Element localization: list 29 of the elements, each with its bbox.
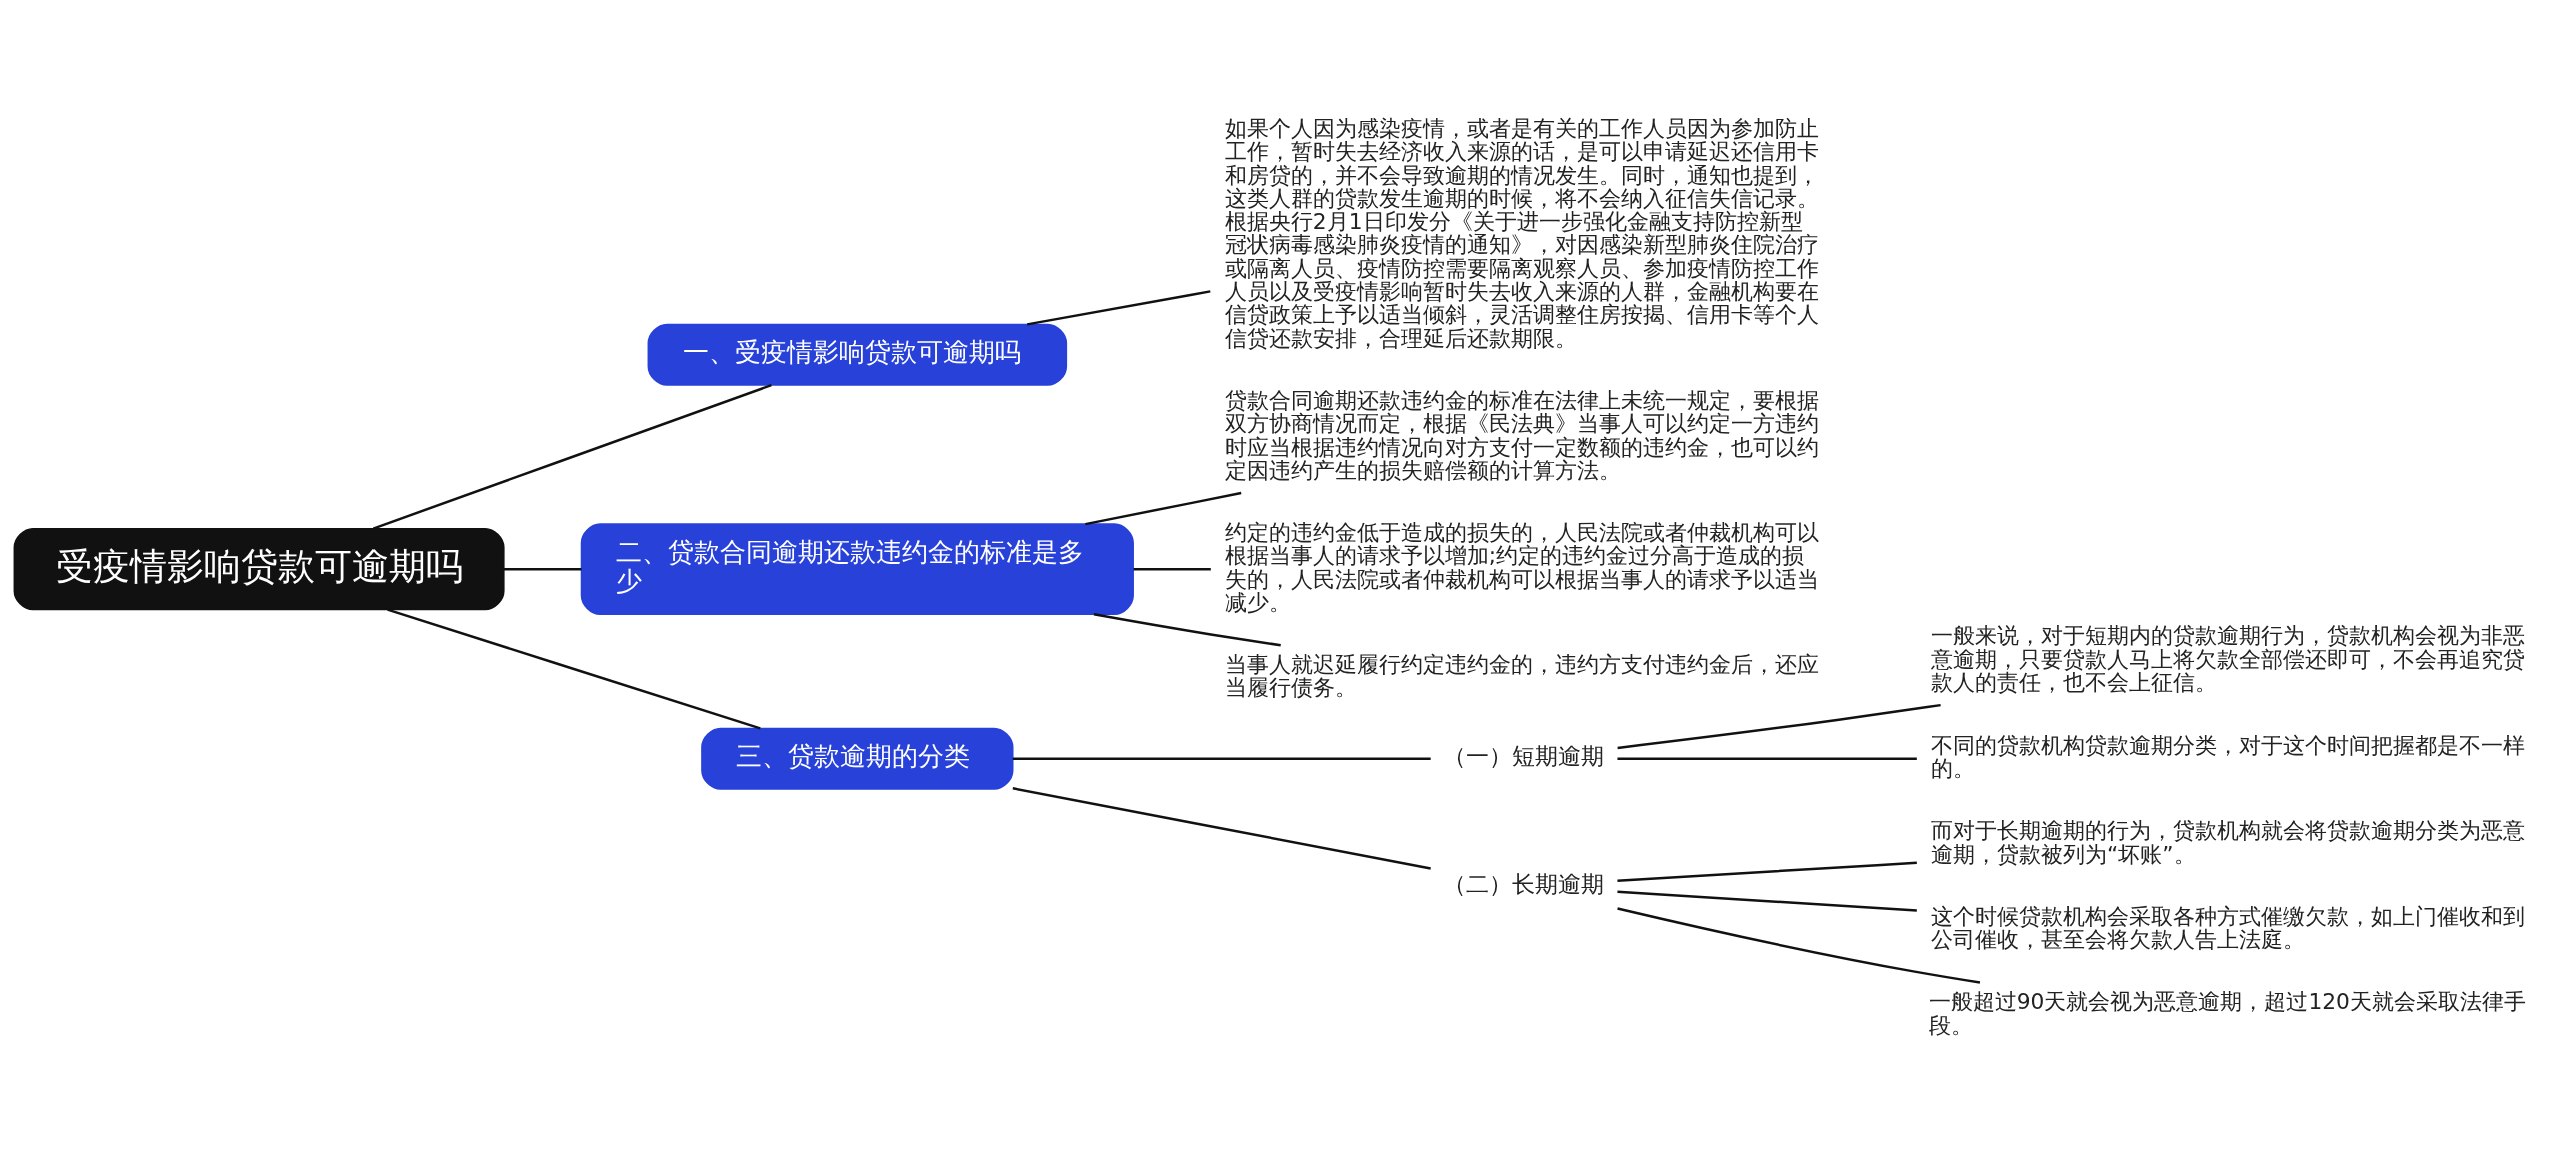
node-box: 受疫情影响贷款可逾期吗 [13, 527, 505, 610]
node-text: 一般来说，对于短期内的贷款逾期行为，贷款机构会视为非恶意逾期，只要贷款人马上将欠款全部偿还即可，不会再追究贷款人的责任，也不会上征信。 [1931, 622, 2526, 695]
connector [1026, 289, 1211, 326]
connector [387, 607, 761, 730]
node-box: 三、贷款逾期的分类 [701, 727, 1014, 790]
node-text: 而对于长期逾期的行为，贷款机构就会将贷款逾期分类为恶意逾期，贷款被列为“坏账”。 [1931, 817, 2526, 867]
node-text: 一般超过90天就会视为恶意逾期，超过120天就会采取法律手段。 [1928, 988, 2526, 1038]
connector [1617, 890, 1917, 912]
connector [1617, 861, 1917, 882]
node-text: 如果个人因为感染疫情，或者是有关的工作人员因为参加防止工作，暂时失去经济收入来源的话，是可以申请延迟还信用卡和房贷的，并不会导致逾期的情况发生。同时，通知也提到，这类人群的贷款发生逾期的时候，将不会纳入征信失信记录。根据央行2月1日印发分《关于进一步强化金融支持防控新型冠状病毒感染肺炎疫情的通知》，对因感染新型肺炎住院治疗或隔离人员、疫情防控需要隔离观察人员、参加疫情防控工作人员以及受疫情影响暂时失去收入来源的人群，金融机构要在信贷政策上予以适当倾斜，灵活调整住房按揭、信用卡等个人信贷还款安排，合理延后还款期限。 [1224, 115, 1819, 351]
node-text: 这个时候贷款机构会采取各种方式催缴欠款，如上门催收和到公司催收，甚至会将欠款人告上法庭。 [1931, 903, 2526, 952]
node-text: 当事人就迟延履行约定违约金的，违约方支付违约金后，还应当履行债务。 [1224, 651, 1819, 700]
node-box: 一、受疫情影响贷款可逾期吗 [647, 323, 1068, 386]
connector [1617, 757, 1917, 760]
node-text: 约定的违约金低于造成的损失的，人民法院或者仲裁机构可以根据当事人的请求予以增加;约定的违约金过分高于造成的损失的，人民法院或者仲裁机构可以根据当事人的请求予以适当减少。 [1224, 519, 1819, 615]
connector [1085, 491, 1242, 525]
node-text: 贷款合同逾期还款违约金的标准在法律上未统一规定，要根据双方协商情况而定，根据《民法典》当事人可以约定一方违约时应当根据违约情况向对方支付一定数额的违约金，也可以约定因违约产生的损失赔偿额的计算方法。 [1224, 387, 1819, 483]
connector [372, 383, 772, 530]
connector [504, 567, 582, 570]
connector [1012, 757, 1431, 760]
node-text: （一）短期逾期 [1443, 741, 1605, 769]
connector [1617, 906, 1981, 984]
node-text: （二）长期逾期 [1443, 869, 1605, 897]
connector [1133, 567, 1211, 570]
connector [1012, 786, 1431, 870]
connector [1617, 703, 1941, 749]
node-box: 二、贷款合同逾期还款违约金的标准是多少 [580, 522, 1134, 615]
connector [1093, 612, 1281, 647]
node-text: 不同的贷款机构贷款逾期分类，对于这个时间把握都是不一样的。 [1931, 732, 2526, 781]
